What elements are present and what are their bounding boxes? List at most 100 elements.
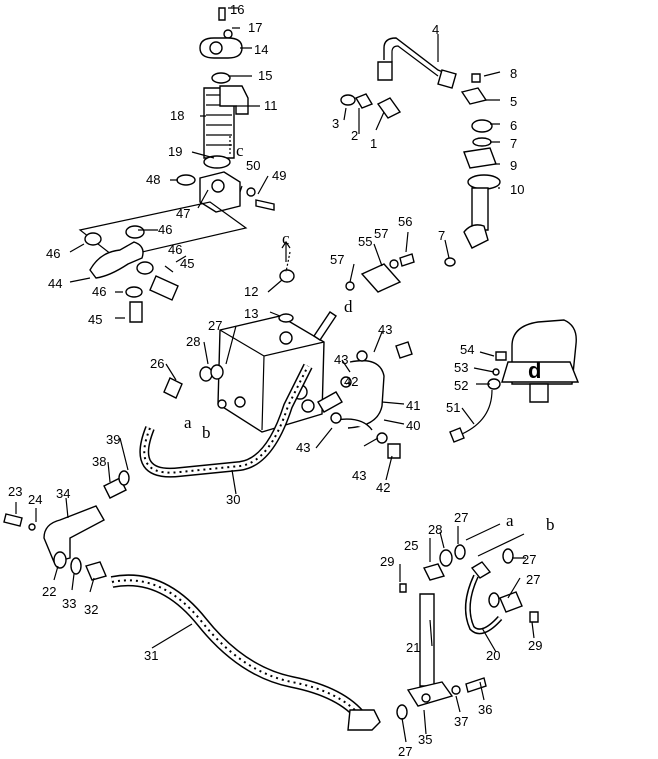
label-46d: 46 xyxy=(92,284,106,299)
label-55: 55 xyxy=(358,234,372,249)
label-35: 35 xyxy=(418,732,432,747)
bracket-outline xyxy=(78,201,248,259)
bracket-55 xyxy=(360,263,402,293)
union-2 xyxy=(354,93,374,109)
lower-right-assembly xyxy=(396,544,539,720)
washer-50 xyxy=(246,187,256,197)
nut-4 xyxy=(377,61,393,81)
label-22: 22 xyxy=(42,584,56,599)
label-26: 26 xyxy=(150,356,164,371)
label-14: 14 xyxy=(254,42,268,57)
label-39: 39 xyxy=(106,432,120,447)
bolt-16 xyxy=(218,7,226,21)
label-11: 11 xyxy=(264,98,278,113)
upper-right-assembly xyxy=(340,37,501,267)
bolt-8 xyxy=(471,73,481,83)
oring-27a xyxy=(210,364,224,380)
nut-6 xyxy=(471,119,493,133)
nut-43b xyxy=(340,376,352,388)
bolt-23 xyxy=(3,513,23,527)
oring-3 xyxy=(340,94,356,106)
fitting-26 xyxy=(163,377,183,399)
label-48: 48 xyxy=(146,172,160,187)
tube-d xyxy=(313,311,337,341)
washer-46d xyxy=(125,286,143,298)
fitting-25 xyxy=(422,563,446,581)
oring-27d xyxy=(488,592,500,608)
nut-32 xyxy=(85,561,107,581)
plug-29a xyxy=(399,583,407,593)
label-57b: 57 xyxy=(330,252,344,267)
label-3: 3 xyxy=(332,116,339,131)
label-7b: 7 xyxy=(438,228,445,243)
label-43d: 43 xyxy=(352,468,366,483)
label-1: 1 xyxy=(370,136,377,151)
label-36: 36 xyxy=(478,702,492,717)
label-4: 4 xyxy=(432,22,439,37)
nut-43a xyxy=(356,350,368,362)
oring-7b xyxy=(444,257,456,267)
elbow-42 xyxy=(317,391,343,413)
label-38: 38 xyxy=(92,454,106,469)
washer-46c xyxy=(136,261,154,275)
oring-13 xyxy=(278,313,294,323)
label-45b: 45 xyxy=(88,312,102,327)
label-9: 9 xyxy=(510,158,517,173)
label-46c: 46 xyxy=(168,242,182,257)
cylinder-d xyxy=(449,319,580,443)
label-20: 20 xyxy=(486,648,500,663)
label-15: 15 xyxy=(258,68,272,83)
washer-46a xyxy=(84,232,102,246)
oring-19 xyxy=(203,155,231,169)
label-27b: 27 xyxy=(454,510,468,525)
label-42a: 42 xyxy=(344,374,358,389)
flange-21 xyxy=(406,681,454,707)
label-44: 44 xyxy=(48,276,62,291)
oring-28b xyxy=(439,549,453,567)
label-46a: 46 xyxy=(46,246,60,261)
oring-28a xyxy=(199,366,213,382)
washer-24 xyxy=(28,523,36,531)
washer-57b xyxy=(345,281,355,291)
washer-17 xyxy=(223,29,233,39)
label-32: 32 xyxy=(84,602,98,617)
label-29a: 29 xyxy=(380,554,394,569)
bolt-42b xyxy=(387,443,401,459)
label-37: 37 xyxy=(454,714,468,729)
tube-41 xyxy=(347,359,385,429)
arrow-c xyxy=(281,240,291,262)
tube-10 xyxy=(471,187,489,231)
bolt-45a xyxy=(149,275,179,301)
upper-left-assembly xyxy=(78,7,275,323)
label-53: 53 xyxy=(454,360,468,375)
label-43a: 43 xyxy=(378,322,392,337)
label-47: 47 xyxy=(176,206,190,221)
label-33: 33 xyxy=(62,596,76,611)
label-10: 10 xyxy=(510,182,524,197)
label-27d: 27 xyxy=(526,572,540,587)
label-27e: 27 xyxy=(398,744,412,759)
label-8: 8 xyxy=(510,66,517,81)
label-21: 21 xyxy=(406,640,420,655)
label-57a: 57 xyxy=(374,226,388,241)
letter-c-mid: c xyxy=(282,229,290,248)
label-7a: 7 xyxy=(510,136,517,151)
label-27c: 27 xyxy=(522,552,536,567)
letter-c-top: c xyxy=(236,141,244,160)
label-18: 18 xyxy=(170,108,184,123)
elbow-1 xyxy=(376,97,402,119)
label-28b: 28 xyxy=(428,522,442,537)
letter-b-mid: b xyxy=(202,423,211,442)
elbow-5 xyxy=(460,87,488,105)
letter-b-right: b xyxy=(546,515,555,534)
plug-29b xyxy=(529,611,539,623)
lower-left-assembly xyxy=(3,470,130,581)
washer-57a xyxy=(389,259,399,269)
oring-48 xyxy=(176,174,196,186)
oring-7a xyxy=(472,137,492,147)
letter-a-right: a xyxy=(506,511,514,530)
nut-43c xyxy=(330,412,342,424)
label-23: 23 xyxy=(8,484,22,499)
